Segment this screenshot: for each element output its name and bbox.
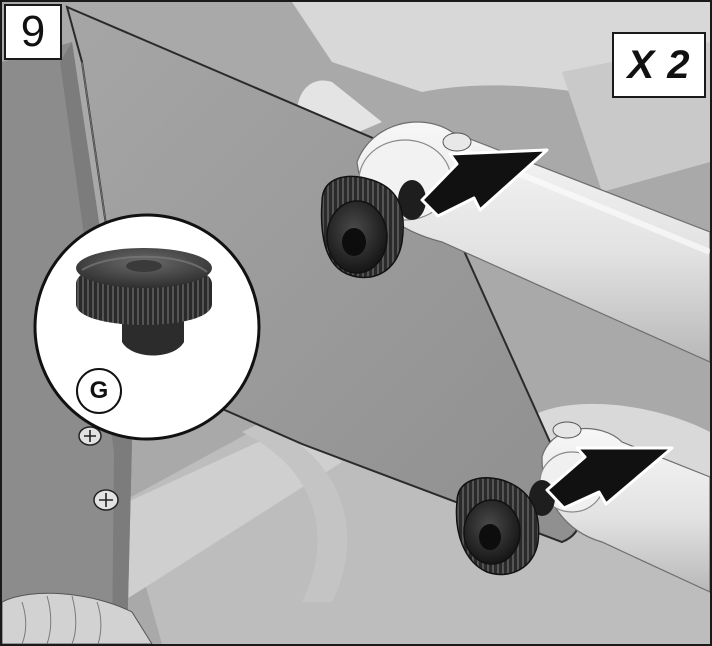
base-rail — [62, 422, 342, 602]
callout-arrow-lower — [545, 446, 674, 510]
base-contour — [242, 422, 348, 602]
part-letter-badge: G — [76, 368, 122, 414]
screw-head — [78, 426, 102, 446]
quantity-label: X 2 — [612, 32, 706, 98]
thumb-nut-upper — [320, 175, 426, 279]
screw-head — [93, 489, 119, 511]
step-number: 9 — [4, 4, 62, 60]
callout-arrow-upper — [420, 148, 549, 218]
thumb-nut-lower — [455, 477, 555, 576]
part-detail-inset — [33, 213, 261, 441]
ribbed-shaft — [2, 592, 153, 644]
